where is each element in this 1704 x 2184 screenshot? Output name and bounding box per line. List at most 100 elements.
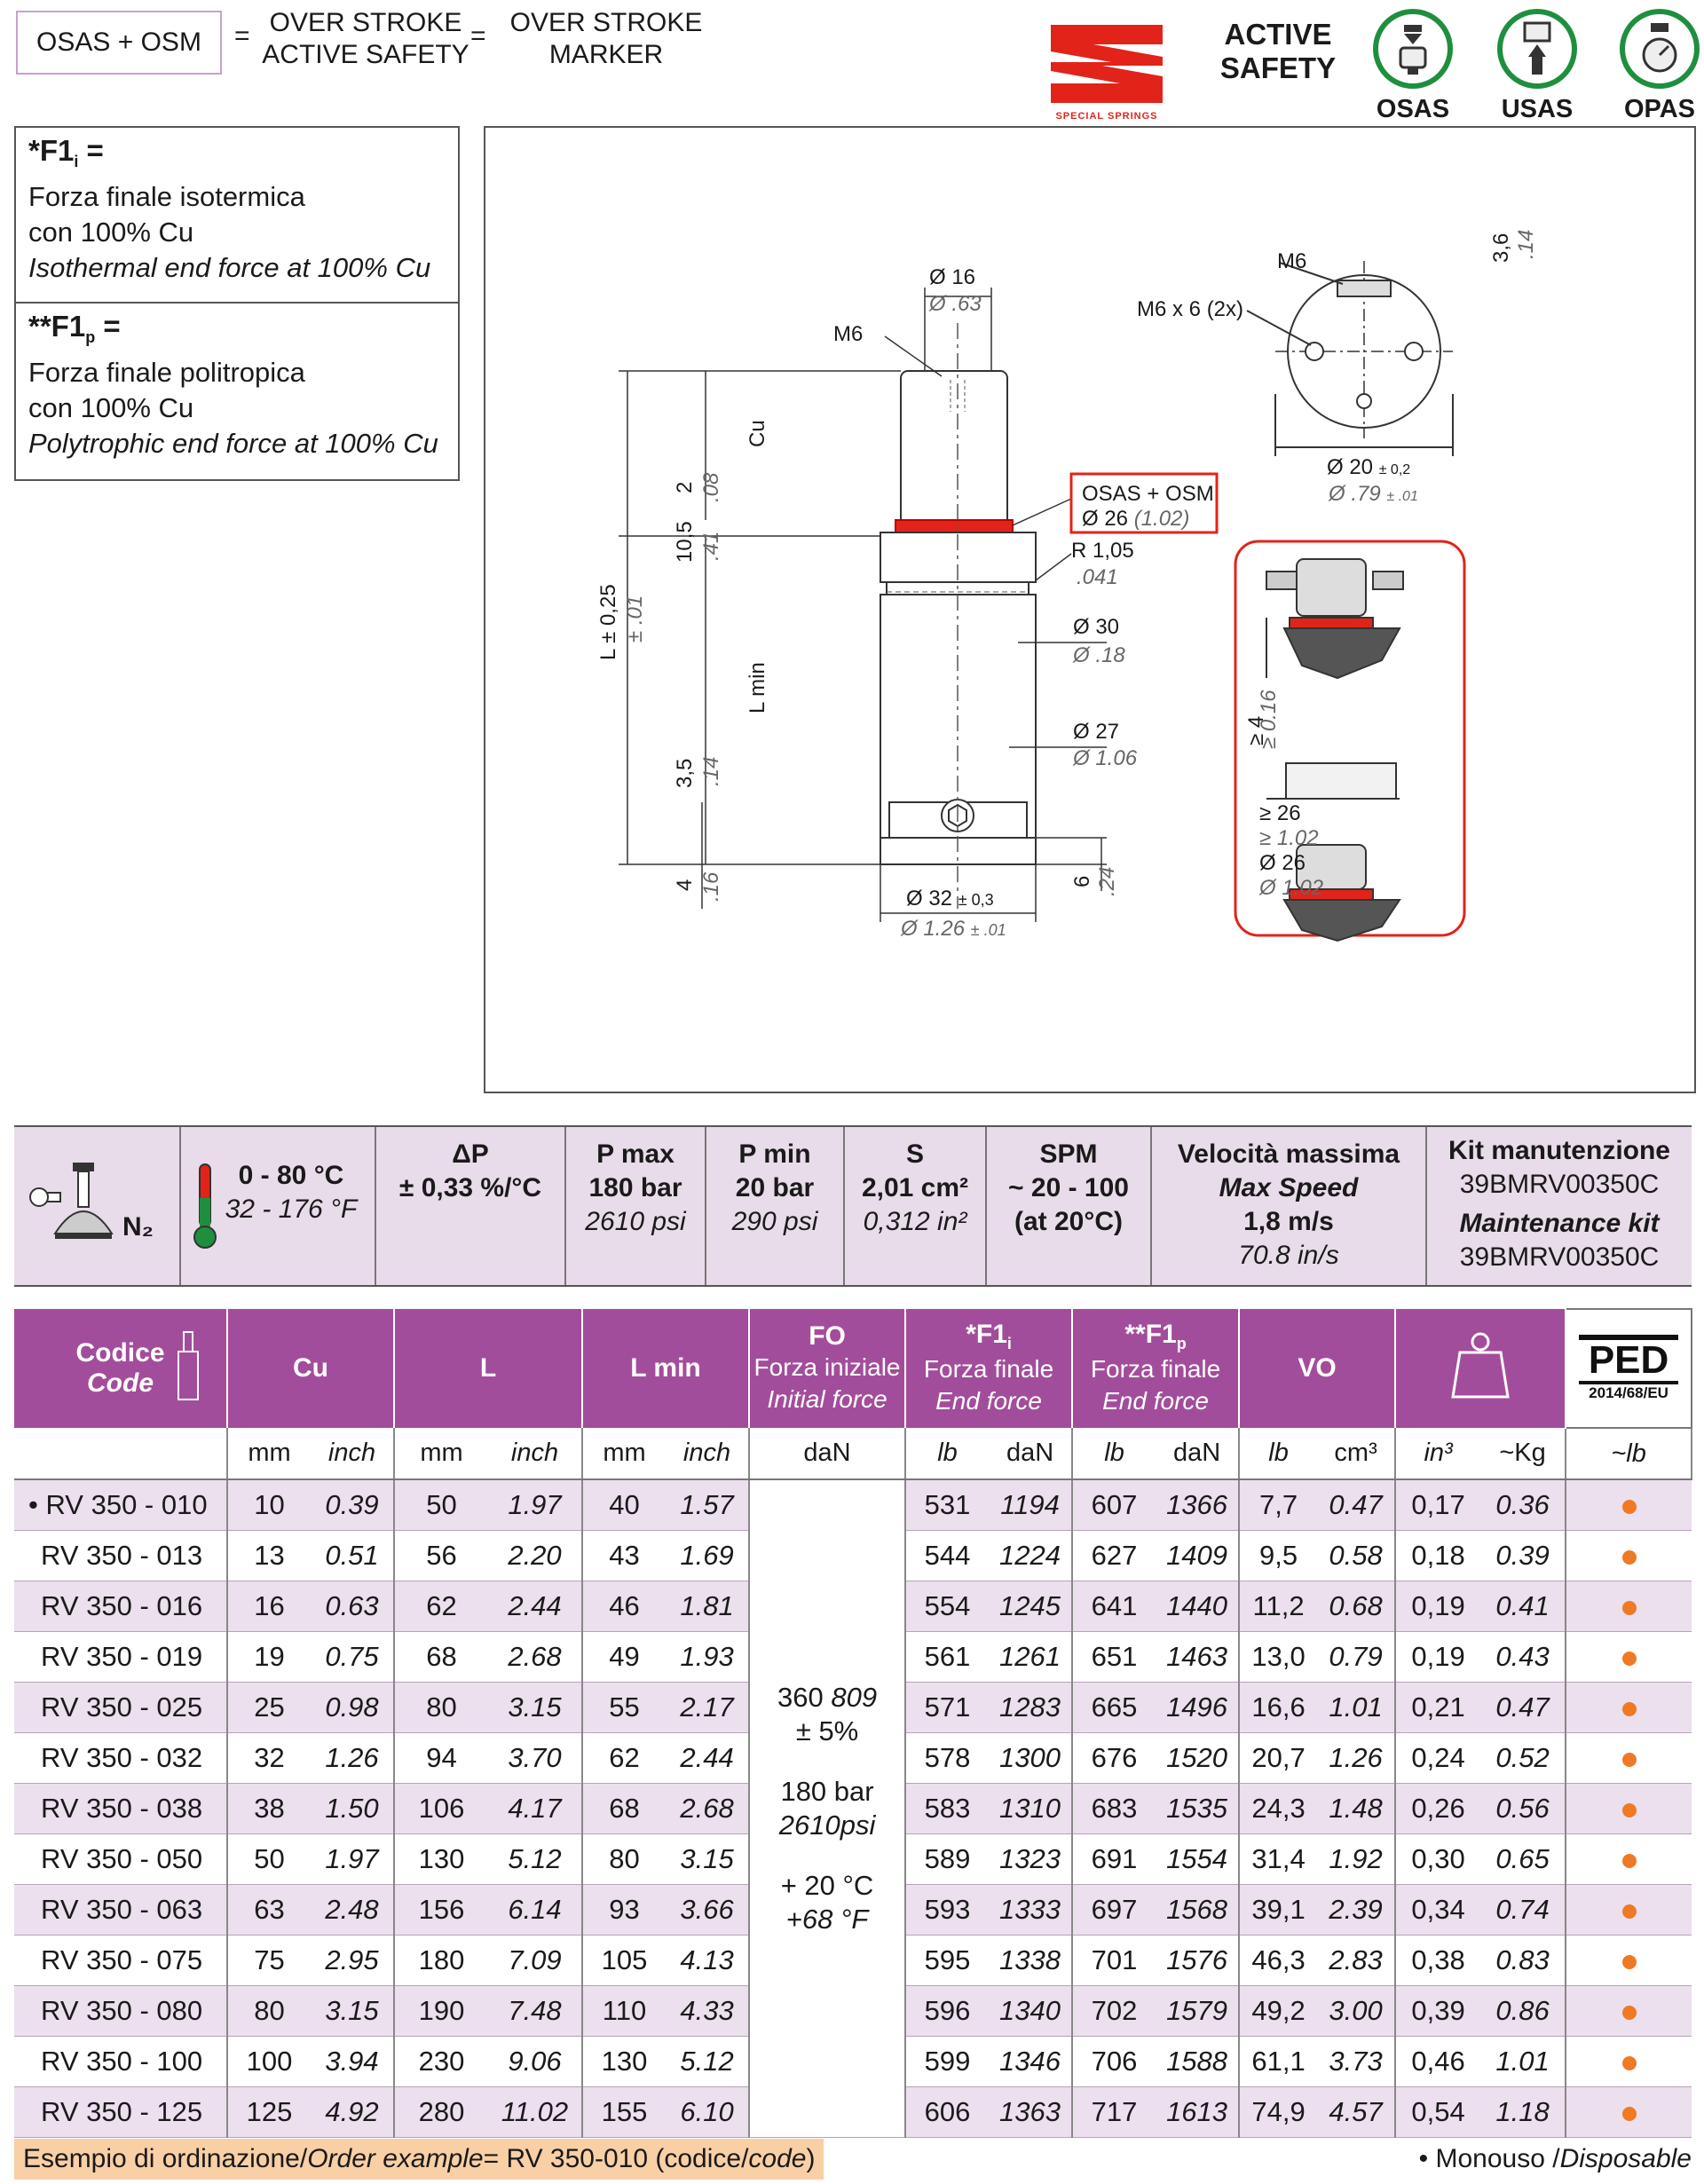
- cell-kg: 0,30: [1395, 1833, 1481, 1885]
- kit-title: Kit manutenzione: [1448, 1136, 1670, 1165]
- cell-f1pl: 1366: [1156, 1479, 1241, 1531]
- ped-marker-cell: [1566, 1530, 1692, 1581]
- ped-marker-cell: [1566, 1935, 1692, 1986]
- cell-lmi: 2.17: [666, 1682, 751, 1733]
- cell-l: 62: [394, 1581, 488, 1632]
- ped-dot-icon: [1621, 2006, 1637, 2020]
- cell-f1i: 599: [905, 2036, 990, 2087]
- cell-f1i: 531: [905, 1479, 990, 1531]
- unit-cell: mm: [582, 1428, 667, 1480]
- cylinder-drawing: OSAS + OSM Ø 26 (1.02) Ø 16 Ø .63 M6 Cu …: [596, 230, 1538, 942]
- cell-cui: 4.92: [311, 2086, 395, 2138]
- spec-pmin: P min 20 bar 290 psi: [706, 1127, 845, 1285]
- cell-li: 6.14: [488, 1884, 584, 1936]
- cell-f1pl: 1613: [1156, 2086, 1241, 2138]
- pmin-title: P min: [738, 1139, 811, 1169]
- cell-lb: 1.01: [1480, 2036, 1567, 2087]
- cell-f1il: 1323: [989, 1833, 1074, 1885]
- cell-l: 80: [394, 1682, 488, 1733]
- cell-f1il: 1310: [989, 1783, 1074, 1834]
- cell-kg: 0,38: [1395, 1935, 1481, 1986]
- dim-ge4: ≥ 4: [1244, 716, 1268, 745]
- cell-lmi: 2.44: [666, 1732, 751, 1784]
- order-example-d: code: [748, 2144, 807, 2173]
- osas-legend-box: OSAS + OSM: [16, 11, 222, 75]
- dim-l-tol-inch: ± .01: [623, 595, 647, 643]
- dim-10-5: 10,5: [673, 521, 697, 563]
- cell-lm: 105: [582, 1935, 667, 1986]
- speed-title: Velocità massima: [1177, 1139, 1400, 1169]
- special-springs-logo-icon: [1051, 25, 1163, 103]
- pmin-value: 20 bar: [735, 1173, 815, 1202]
- cell-kg: 0,19: [1395, 1631, 1481, 1683]
- unit-cell: cm³: [1317, 1428, 1397, 1480]
- ped-marker-cell: [1566, 2086, 1692, 2138]
- cell-l: 180: [394, 1935, 488, 1986]
- cell-cu: 32: [227, 1732, 311, 1784]
- dim-d20: Ø 20 ± 0,2: [1327, 455, 1410, 479]
- cell-code: RV 350 - 080: [14, 1985, 228, 2037]
- cell-lm: 49: [582, 1631, 667, 1683]
- cell-lm: 110: [582, 1985, 667, 2037]
- kit-code: 39BMRV00350C: [1459, 1170, 1660, 1199]
- dim-4: 4: [673, 879, 697, 891]
- kit-code-en: 39BMRV00350C: [1459, 1242, 1660, 1272]
- force-notes-box: *F1i = Forza finale isotermica con 100% …: [14, 126, 460, 481]
- cell-f1p: 641: [1072, 1581, 1156, 1632]
- fo-line5: + 20 °C: [780, 1870, 874, 1901]
- cell-code: RV 350 - 016: [14, 1581, 228, 1632]
- note-isothermal-line1: Forza finale isotermica: [28, 181, 305, 213]
- cell-code: • RV 350 - 010: [14, 1479, 228, 1531]
- cell-code: RV 350 - 050: [14, 1833, 228, 1885]
- ped-marker-cell: [1566, 1783, 1692, 1834]
- cell-code: RV 350 - 019: [14, 1631, 228, 1683]
- cell-lm: 55: [582, 1682, 667, 1733]
- cell-cu: 125: [227, 2086, 311, 2138]
- cell-cu: 13: [227, 1530, 311, 1581]
- ped-dot-icon: [1621, 1550, 1637, 1565]
- cell-f1i: 554: [905, 1581, 990, 1632]
- cell-vo: 74,9: [1239, 2086, 1318, 2138]
- unit-cell: lb: [905, 1428, 990, 1480]
- cell-code: RV 350 - 063: [14, 1884, 228, 1936]
- cell-cui: 3.15: [311, 1985, 395, 2037]
- unit-cell: in³: [1395, 1428, 1481, 1480]
- dim-3-6-inch: .14: [1514, 230, 1538, 259]
- cell-l: 190: [394, 1985, 488, 2037]
- cell-l: 106: [394, 1783, 488, 1834]
- cell-lmi: 1.81: [666, 1581, 751, 1632]
- dp-title: ΔP: [452, 1139, 489, 1169]
- cell-f1pl: 1554: [1156, 1833, 1241, 1885]
- cell-f1il: 1224: [989, 1530, 1074, 1581]
- ped-dot-icon: [1621, 1904, 1637, 1919]
- legend-col2-line1: OVER STROKE: [509, 8, 703, 37]
- cell-li: 2.20: [488, 1530, 584, 1581]
- dim-d30-inch: Ø .18: [1072, 643, 1125, 667]
- cell-l: 94: [394, 1732, 488, 1784]
- cell-cu: 16: [227, 1581, 311, 1632]
- cell-f1p: 701: [1072, 1935, 1156, 1986]
- fo-line6: +68 °F: [785, 1904, 869, 1935]
- dim-ge4-inch: ≥ 0.16: [1257, 690, 1281, 749]
- unit-cell: inch: [488, 1428, 584, 1480]
- spm-value: ~ 20 - 100: [1008, 1173, 1129, 1202]
- cell-cui: 1.97: [311, 1833, 395, 1885]
- cell-kg: 0,34: [1395, 1884, 1481, 1936]
- equals-sign-2: =: [470, 21, 486, 51]
- dim-m6: M6: [833, 322, 863, 346]
- dim-ge26: ≥ 26: [1259, 801, 1301, 825]
- header-f1i-title: *F1i: [966, 1320, 1012, 1352]
- cell-cu: 25: [227, 1682, 311, 1733]
- osas-badge-icon: [1373, 9, 1453, 89]
- note-isothermal-line3: Isothermal end force at 100% Cu: [28, 252, 431, 284]
- cell-lb: 0.83: [1480, 1935, 1567, 1986]
- dim-4-inch: .16: [699, 871, 723, 902]
- kit-title-en: Maintenance kit: [1459, 1209, 1660, 1238]
- dim-m6-top: M6: [1277, 249, 1306, 273]
- dim-d16-inch: Ø .63: [928, 292, 982, 316]
- legend-col1-line2: ACTIVE SAFETY: [262, 40, 469, 69]
